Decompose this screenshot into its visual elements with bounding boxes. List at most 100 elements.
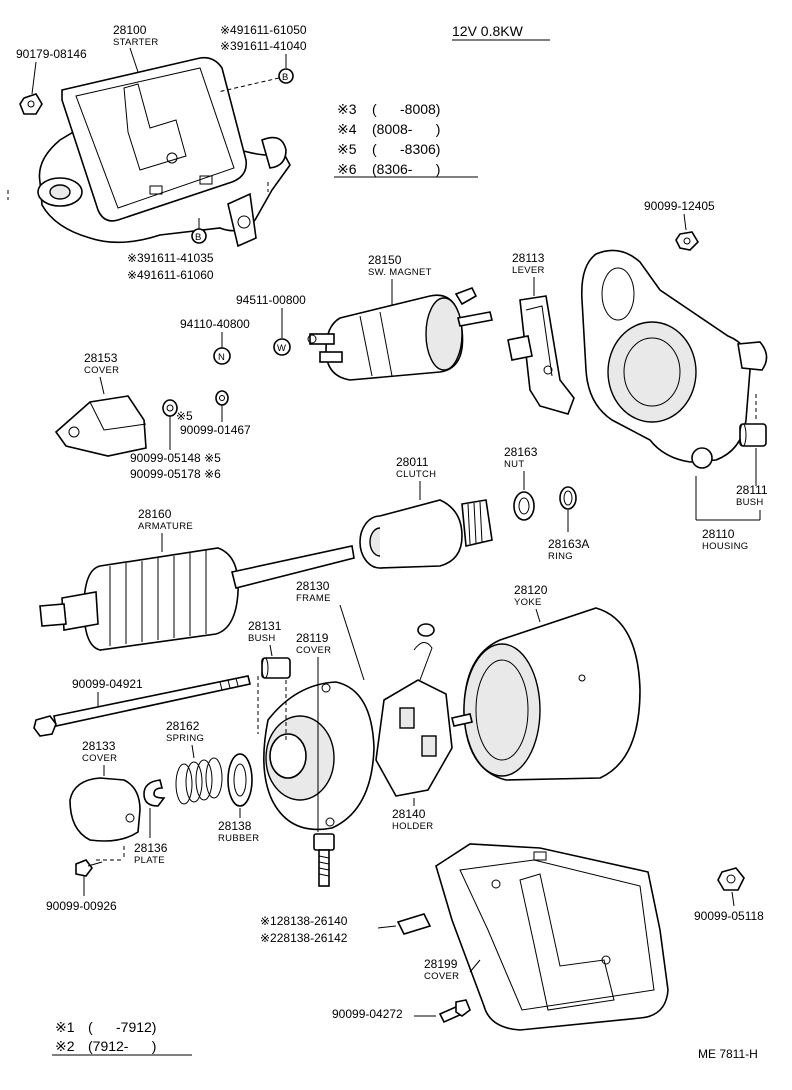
part-90099-04921: 90099-04921	[72, 677, 143, 691]
starter-number: 28100	[113, 23, 147, 37]
leader-frame	[339, 604, 365, 681]
nut-28163-illustration	[513, 491, 535, 521]
armature-illustration	[39, 545, 355, 651]
part-28138-26140: ※128138-26140	[260, 914, 348, 928]
dash-b-top	[217, 77, 280, 93]
legend-mark-3: ※3	[337, 101, 357, 117]
part-90099-04272: 90099-04272	[332, 1007, 403, 1021]
housing-name: HOUSING	[702, 541, 748, 552]
plate-name: PLATE	[134, 855, 165, 866]
cover119-number: 28119	[296, 631, 329, 645]
part-491611-61060: ※491611-61060	[127, 268, 214, 282]
starter-assembly-illustration	[37, 56, 291, 248]
nut-12405-illustration	[675, 231, 700, 251]
part-m5: ※5	[176, 409, 193, 423]
part-90099-05148: 90099-05148 ※5	[130, 451, 221, 465]
bush111-number: 28111	[736, 483, 768, 497]
cover119-name: COVER	[296, 645, 331, 656]
cover153-number: 28153	[84, 351, 118, 365]
nut-05148-illustration	[162, 399, 178, 417]
holder-number: 28140	[392, 807, 426, 821]
clutch-name: CLUTCH	[396, 469, 436, 480]
cover153-illustration	[54, 395, 147, 457]
leader-cover199	[469, 959, 481, 973]
part-90099-01467: 90099-01467	[180, 423, 251, 437]
legend-range-1: ( -7912)	[88, 1019, 156, 1035]
nut-90179-illustration	[19, 93, 43, 115]
legend-range-4: (8008- )	[372, 121, 440, 137]
spring-name: SPRING	[166, 733, 204, 744]
screw-00926-illustration	[75, 859, 103, 877]
callout-n	[213, 347, 231, 365]
holder-illustration	[375, 623, 473, 797]
part-90099-00926: 90099-00926	[46, 899, 117, 913]
part-90179-08146: 90179-08146	[16, 47, 87, 61]
legend-mark-5: ※5	[337, 141, 357, 157]
legend-top: ※3 ( -8008) ※4 (8008- ) ※5 ( -8306) ※6 (…	[334, 101, 478, 178]
leader-12405	[683, 213, 687, 231]
cover199-number: 28199	[424, 957, 458, 971]
legend-range-2: (7912- )	[88, 1038, 156, 1054]
bolt-cover119-illustration	[313, 833, 335, 887]
frame-name: FRAME	[296, 593, 331, 604]
spring-number: 28162	[166, 719, 200, 733]
frame-number: 28130	[296, 579, 330, 593]
lever-number: 28113	[512, 251, 545, 265]
cover133-number: 28133	[82, 739, 116, 753]
callout-n-label: N	[218, 352, 225, 363]
frame-illustration	[263, 681, 375, 831]
lever-illustration	[507, 295, 575, 415]
spec-label: 12V 0.8KW	[452, 23, 524, 39]
bush131-name: BUSH	[248, 633, 276, 644]
part-90099-05118: 90099-05118	[694, 909, 764, 923]
holder-name: HOLDER	[392, 821, 433, 832]
cover199-illustration	[435, 843, 669, 1031]
housing-number: 28110	[702, 527, 735, 541]
yoke-illustration	[463, 607, 641, 781]
callout-w-label: W	[277, 343, 286, 354]
armature-number: 28160	[138, 507, 172, 521]
legend-range-3: ( -8008)	[372, 101, 440, 117]
callout-b-bottom-label: B	[195, 232, 202, 243]
legend-bottom: ※1 ( -7912) ※2 (7912- )	[52, 1019, 192, 1056]
leader-brush	[377, 925, 397, 929]
callout-w	[273, 338, 291, 356]
clutch-number: 28011	[396, 455, 429, 469]
cover153-name: COVER	[84, 365, 119, 376]
plate-number: 28136	[134, 841, 168, 855]
rubber-number: 28138	[218, 819, 252, 833]
part-94511-00800: 94511-00800	[236, 293, 306, 307]
part-491611-61050: ※491611-61050	[220, 23, 307, 37]
legend-range-5: ( -8306)	[372, 141, 440, 157]
part-94110-40800: 94110-40800	[180, 317, 250, 331]
bush111-illustration	[739, 423, 767, 447]
bush111-name: BUSH	[736, 497, 764, 508]
armature-name: ARMATURE	[138, 521, 193, 532]
callout-b-top	[278, 68, 294, 84]
leader-spring	[191, 744, 195, 759]
callout-b-top-label: B	[282, 72, 289, 83]
diagram-code: ME 7811-H	[698, 1047, 758, 1061]
clutch-illustration	[359, 499, 493, 569]
part-90099-05178: 90099-05178 ※6	[130, 467, 221, 481]
leader-05118	[731, 891, 735, 907]
magnet-name: SW. MAGNET	[368, 267, 432, 278]
leader-starter	[129, 47, 139, 73]
nut-name: NUT	[504, 459, 524, 470]
nut-05118-illustration	[717, 867, 745, 891]
plate-illustration	[143, 779, 166, 807]
brush-illustration	[396, 913, 432, 935]
bolt-04921-illustration	[33, 675, 251, 737]
starter-name: STARTER	[113, 37, 159, 48]
magnet-number: 28150	[368, 253, 402, 267]
legend-mark-2: ※2	[55, 1038, 75, 1054]
rubber-name: RUBBER	[218, 833, 259, 844]
legend-mark-4: ※4	[337, 121, 357, 137]
legend-mark-6: ※6	[337, 161, 357, 177]
yoke-name: YOKE	[514, 597, 542, 608]
legend-range-6: (8306- )	[372, 161, 440, 177]
part-391611-41040: ※391611-41040	[220, 39, 307, 53]
sw-magnet-illustration	[307, 286, 493, 381]
nut-number: 28163	[504, 445, 538, 459]
